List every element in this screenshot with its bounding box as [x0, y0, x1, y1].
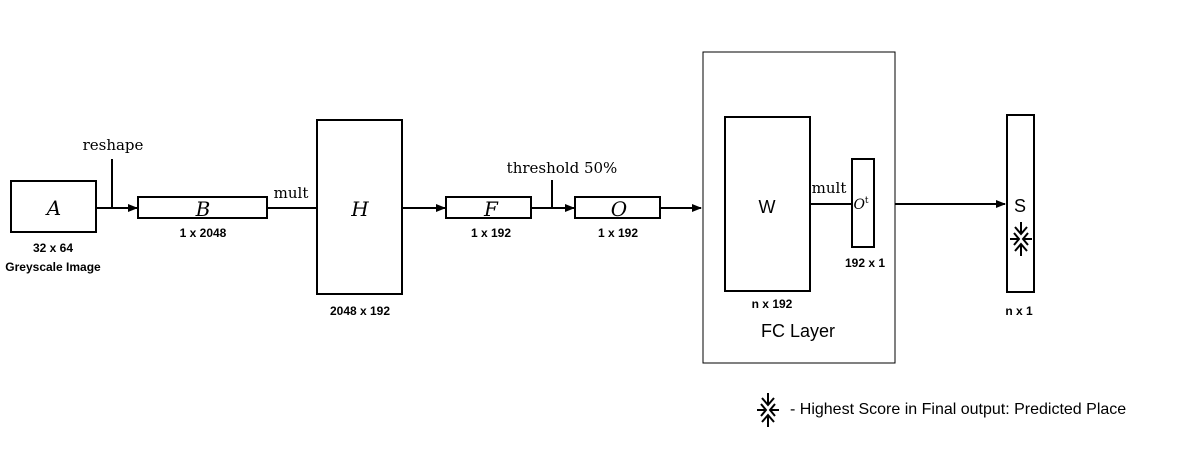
- box-f-dim: 1 x 192: [471, 226, 511, 240]
- box-a: [10, 180, 97, 233]
- box-s-label: S: [1014, 196, 1026, 216]
- threshold-label: threshold 50%: [507, 159, 618, 177]
- box-ot: [851, 158, 875, 248]
- box-o-label: O: [611, 197, 627, 221]
- box-o-dim: 1 x 192: [598, 226, 638, 240]
- box-s-dim: n x 1: [1005, 304, 1033, 318]
- box-ot-sup: t: [865, 196, 869, 206]
- box-b-label: B: [195, 197, 211, 221]
- legend-marker-icon: [757, 393, 779, 427]
- box-w-label: W: [759, 197, 776, 217]
- box-b-dim: 1 x 2048: [180, 226, 227, 240]
- box-a-caption: Greyscale Image: [5, 260, 101, 274]
- mult-label-2: mult: [812, 179, 847, 197]
- legend-text: - Highest Score in Final output: Predict…: [790, 401, 1126, 418]
- fc-layer-label: FC Layer: [761, 321, 835, 341]
- box-a-label: A: [45, 196, 61, 220]
- box-ot-base: O: [853, 197, 865, 213]
- box-f-label: F: [483, 197, 499, 221]
- mult-label-1: mult: [274, 184, 309, 202]
- box-a-dim: 32 x 64: [33, 241, 73, 255]
- box-s: [1006, 114, 1035, 293]
- reshape-label: reshape: [83, 136, 144, 154]
- highest-score-marker-icon: [1010, 222, 1032, 256]
- box-h-label: H: [350, 197, 369, 221]
- box-h-dim: 2048 x 192: [330, 304, 390, 318]
- box-ot-label: Ot: [853, 196, 868, 213]
- box-w-dim: n x 192: [752, 297, 793, 311]
- box-ot-dim: 192 x 1: [845, 256, 885, 270]
